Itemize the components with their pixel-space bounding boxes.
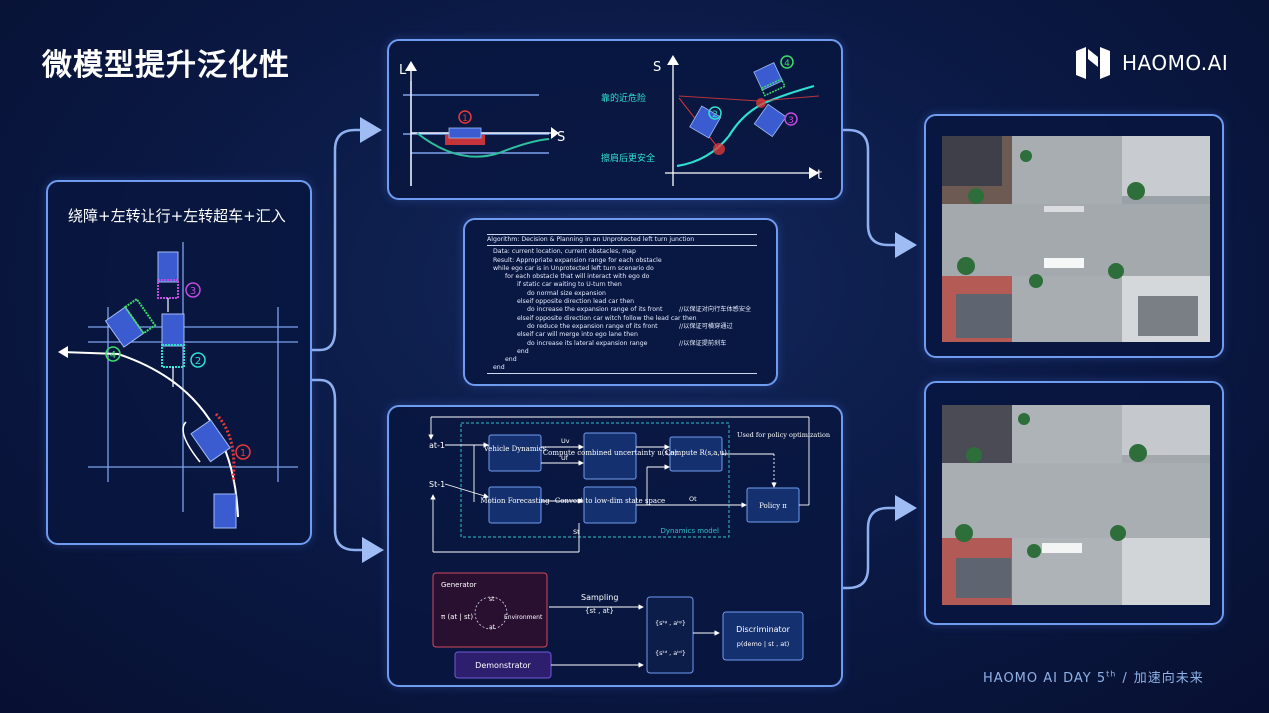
algorithm-text: Algorithm: Decision & Planning in an Unp…: [487, 234, 757, 374]
arrow-to-top-image: [895, 232, 917, 258]
algo-comment: //以保证对向行车体感安全: [679, 306, 752, 314]
algo-line: do increase the expansion range of its f…: [527, 306, 663, 314]
generator-action: at: [489, 624, 496, 631]
algo-line: elseif opposite direction car witch foll…: [517, 314, 697, 322]
footer-event: HAOMO AI DAY 5: [983, 671, 1107, 686]
svg-text:3: 3: [788, 116, 794, 126]
st-x-label: t: [817, 168, 822, 183]
vehicle-dynamics-label: Vehicle Dynamics: [483, 445, 547, 453]
annotation-safer-after: 擦肩后更安全: [601, 152, 655, 164]
algo-line: do increase its lateral expansion range: [527, 339, 648, 347]
logo-text: HAOMO.AI: [1122, 51, 1229, 75]
policy-label: Policy π: [759, 502, 787, 510]
motion-forecasting-label: Motion Forecasting: [480, 497, 550, 505]
edge-uv: Uv: [561, 437, 570, 445]
svg-text:2: 2: [712, 110, 718, 120]
algorithm-title: Algorithm: Decision & Planning in an Unp…: [487, 234, 757, 247]
edge-uf: Uf: [561, 454, 569, 462]
scenario-panel: 绕障+左转让行+左转超车+汇入 1 3 2: [46, 180, 312, 545]
algo-line: for each obstacle that will interact wit…: [505, 273, 650, 281]
vehicle-dynamics-box: [488, 434, 542, 472]
policy-optimization-note: Used for policy optimization: [737, 431, 830, 439]
scenario-label: 绕障+左转让行+左转超车+汇入: [68, 207, 286, 225]
svg-text:1: 1: [462, 114, 468, 124]
demo-pair: {sᵗᵈ , aᵗᵈ}: [655, 649, 686, 657]
edge-ot: Ot: [689, 495, 697, 503]
algo-line: if static car waiting to U-turn then: [517, 281, 622, 289]
sampled-set: {st , at}: [585, 607, 614, 615]
footer-separator: /: [1122, 671, 1128, 686]
st-y-label: S: [653, 60, 661, 75]
svg-text:4: 4: [784, 59, 790, 69]
marker-1: 1: [240, 448, 246, 459]
algo-line: while ego car is in Unprotected left tur…: [493, 264, 654, 272]
ls-y-label: L: [399, 63, 407, 78]
algo-line: do reduce the expansion range of its fro…: [527, 322, 658, 330]
intersection-sketch: 1 3 2 4: [58, 242, 298, 529]
arrow-to-top-chart: [360, 117, 382, 143]
convert-box: [583, 486, 637, 524]
dynamics-model-label: Dynamics model: [660, 527, 719, 535]
algo-line: end: [517, 347, 529, 355]
algo-line: Result: Appropriate expansion range for …: [493, 256, 662, 264]
algo-line: elseif opposite direction lead car then: [517, 298, 635, 306]
pair-box: [646, 596, 694, 674]
car-1: [190, 419, 231, 463]
algo-line: end: [487, 364, 757, 374]
haomo-logo-icon: [1076, 47, 1110, 79]
algo-line: Data: current location, current obstacle…: [493, 248, 636, 256]
ls-x-label: S: [557, 130, 565, 145]
convert-label: Convert to low-dim state space: [555, 497, 665, 505]
discriminator-label: Discriminator: [736, 625, 790, 634]
generator-state: st: [489, 596, 495, 603]
car-3: [157, 251, 179, 283]
algorithm-panel: Algorithm: Decision & Planning in an Unp…: [463, 218, 778, 386]
footer-slogan: 加速向未来: [1133, 671, 1204, 686]
generated-pair: {sᵗᵍ , aᵗᵍ}: [655, 619, 686, 627]
arrow-to-bottom-image: [895, 495, 917, 521]
annotation-near-danger: 靠的近危险: [601, 92, 646, 104]
haomo-logo: HAOMO.AI: [1074, 45, 1228, 81]
demonstrator-label: Demonstrator: [475, 661, 531, 670]
algo-line: end: [505, 356, 517, 364]
footer-sup: th: [1106, 669, 1117, 679]
discriminator-formula: p(demo | st , at): [737, 640, 790, 648]
dynamics-panel: Dynamics model at-1 St-1 Vehicle Dynamic…: [387, 405, 843, 687]
algo-line: elseif car will merge into ego lane then: [517, 331, 638, 339]
footer: HAOMO AI DAY 5th / 加速向未来: [983, 667, 1204, 686]
aerial-view-top: [942, 136, 1210, 342]
arrow-to-bottom-panel: [362, 537, 384, 563]
generator-box: [432, 572, 548, 648]
generator-label: Generator: [441, 581, 477, 589]
intersection-image-bottom: [924, 381, 1224, 625]
page-title: 微模型提升泛化性: [42, 48, 290, 83]
input-action: at-1: [429, 441, 445, 450]
ls-st-sketch: L S 1 S t 2 3 4 靠的近危险: [399, 55, 822, 186]
reward-label: Compute R(s,a,u): [665, 449, 727, 457]
ls-st-chart-panel: L S 1 S t 2 3 4 靠的近危险: [387, 39, 843, 200]
edge-st: St: [573, 528, 580, 536]
car-2: [161, 313, 185, 347]
motion-forecasting-box: [488, 486, 542, 524]
marker-3: 3: [190, 286, 196, 297]
sampling-label: Sampling: [581, 593, 618, 602]
environment-label: Environment: [504, 614, 543, 621]
discriminator-box: [722, 611, 804, 661]
marker-2: 2: [195, 356, 201, 367]
uncertainty-label: Compute combined uncertainty u(s,a): [543, 449, 678, 457]
marker-4: 4: [110, 350, 116, 361]
algo-line: do normal size expansion: [527, 289, 606, 297]
input-state: St-1: [429, 480, 445, 489]
uncertainty-box: [583, 432, 637, 480]
car-4: [104, 306, 145, 348]
algo-comment: //以保证可横穿通过: [679, 322, 733, 330]
algo-comment: //以保证提前刹车: [679, 339, 727, 347]
aerial-view-bottom: [942, 405, 1210, 605]
ego-car: [213, 493, 237, 529]
generator-policy: π (at | st): [441, 613, 473, 621]
marker-1-circle: [235, 444, 251, 460]
dynamics-diagram: Dynamics model at-1 St-1 Vehicle Dynamic…: [428, 416, 830, 679]
intersection-image-top: [924, 114, 1224, 358]
